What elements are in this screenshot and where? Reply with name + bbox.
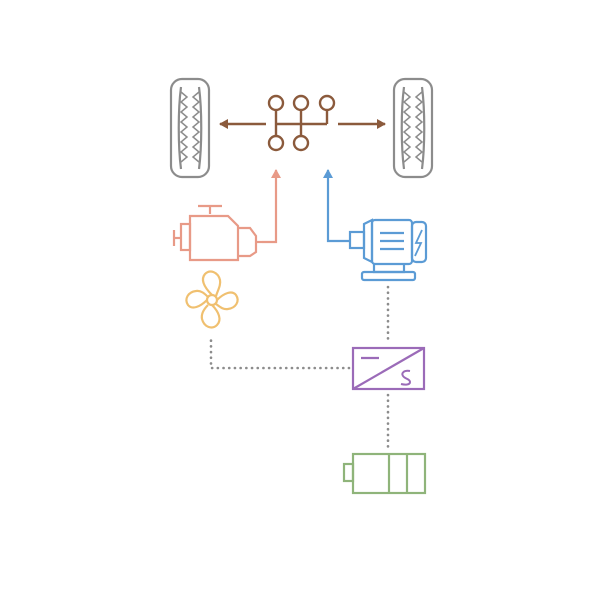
arrow-motor-to-gearbox	[323, 169, 350, 243]
gearbox-icon	[267, 94, 336, 152]
right-wheel-icon	[392, 77, 434, 179]
inverter-icon	[351, 346, 426, 391]
dotted-line-inverter-to-fan	[209, 336, 351, 370]
arrow-engine-to-gearbox	[262, 169, 281, 244]
left-wheel-icon	[169, 77, 211, 179]
battery-icon	[342, 452, 427, 495]
engine-icon	[172, 204, 262, 262]
fan-icon	[185, 270, 239, 329]
electric-motor-icon	[348, 218, 428, 282]
